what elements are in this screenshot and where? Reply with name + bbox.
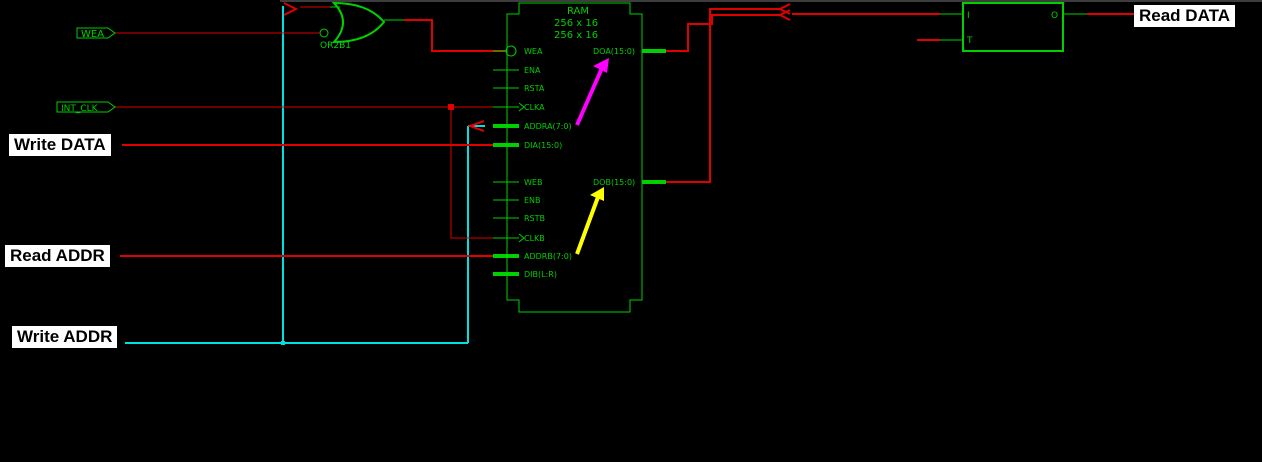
int-clk-port-label: INT_CLK xyxy=(61,104,99,114)
bus-ripper-marks xyxy=(283,2,791,21)
output-buffer: I T O xyxy=(940,2,1087,52)
ram-pin-label: ENB xyxy=(524,196,541,205)
magenta-arrow xyxy=(575,58,609,126)
ram-pin-label: WEA xyxy=(524,47,543,56)
ram-pin-label: WEB xyxy=(524,178,542,187)
read-data-label: Read DATA xyxy=(1134,5,1235,27)
ram-pin-label: DIA(15:0) xyxy=(524,141,562,150)
ram-pin-label: ENA xyxy=(524,66,541,75)
ram-pin-label: DIB(L:R) xyxy=(524,270,557,279)
clock-pin-marker xyxy=(518,233,525,243)
red-wires xyxy=(120,8,1134,257)
int-clk-port: INT_CLK xyxy=(56,101,116,114)
ram-pins-right: DOA(15:0) DOB(15:0) xyxy=(593,47,666,187)
write-addr-label: Write ADDR xyxy=(12,326,118,348)
buffer-pin-i: I xyxy=(967,11,970,21)
ram-pins-left: WEA ENA RSTA CLKA ADDRA(7:0) DIA(15:0) WEB ENB R… xyxy=(493,47,572,279)
thin-red-wires xyxy=(115,6,515,239)
wea-port: WEA xyxy=(76,27,116,40)
wea-port-label: WEA xyxy=(81,29,104,40)
ram-pin-label: CLKA xyxy=(524,103,545,112)
ram-output-pin-label: DOA(15:0) xyxy=(593,47,635,56)
buffer-pin-t: T xyxy=(966,36,973,46)
or2b1-gate xyxy=(319,1,404,44)
write-data-label: Write DATA xyxy=(9,134,111,156)
ram-pin-label: RSTB xyxy=(524,214,545,223)
ram-output-pin-label: DOB(15:0) xyxy=(593,178,635,187)
ram-title: RAM xyxy=(567,6,589,17)
or2b1-gate-label: OR2B1 xyxy=(320,41,351,51)
ram-block: RAM 256 x 16 256 x 16 xyxy=(506,2,643,313)
yellow-arrow xyxy=(575,187,604,255)
clk-junction xyxy=(448,104,454,110)
ram-size-line1: 256 x 16 xyxy=(554,18,598,29)
read-addr-label: Read ADDR xyxy=(5,245,110,267)
ram-pin-label: CLKB xyxy=(524,234,545,243)
write-addr-net xyxy=(125,6,485,345)
ram-pin-label: ADDRB(7:0) xyxy=(524,252,572,261)
ram-pin-label: ADDRA(7:0) xyxy=(524,122,572,131)
ram-pin-label: RSTA xyxy=(524,84,545,93)
ram-size-line2: 256 x 16 xyxy=(554,30,598,41)
clock-pin-marker xyxy=(518,102,525,112)
buffer-pin-o: O xyxy=(1051,11,1058,21)
wea-inversion-bubble xyxy=(505,45,517,57)
